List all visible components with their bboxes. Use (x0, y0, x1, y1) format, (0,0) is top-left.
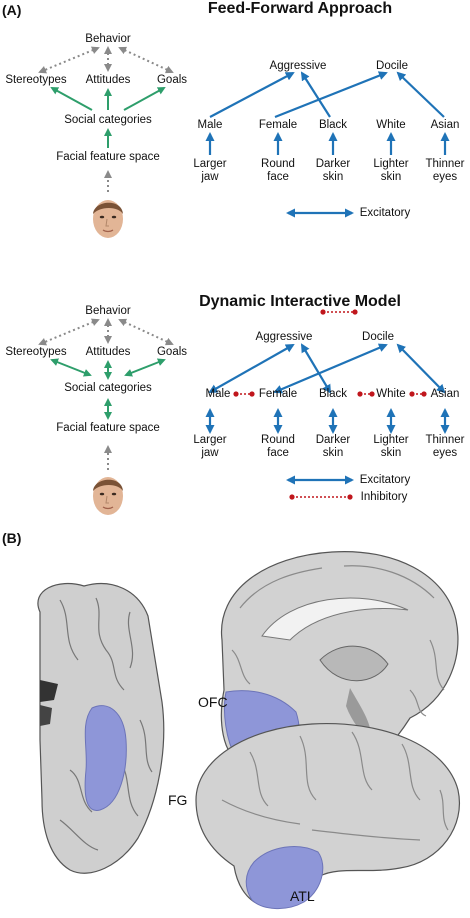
ff-goals-label: Goals (156, 74, 188, 86)
ff-aggressive-node: Aggressive (269, 60, 327, 72)
feed-forward-title: Feed-Forward Approach (207, 0, 393, 17)
ff-stereotypes-label: Stereotypes (5, 74, 67, 86)
panel-b-label: (B) (2, 530, 22, 546)
di-male-node: Male (205, 388, 231, 400)
brain-lateral-view (195, 722, 460, 909)
di-female-node: Female (258, 388, 298, 400)
ff-docile-node: Docile (376, 60, 408, 72)
face-photo-icon (93, 477, 123, 515)
ff-social-categories-label: Social categories (64, 114, 152, 126)
ff-behavior-label: Behavior (85, 33, 131, 45)
dynamic-interactive-title: Dynamic Interactive Model (199, 293, 401, 310)
ofc-region-label: OFC (198, 694, 228, 710)
di-black-node: Black (318, 388, 348, 400)
di-asian-node: Asian (430, 388, 460, 400)
di-behavior-label: Behavior (85, 305, 131, 317)
ff-black-node: Black (318, 119, 348, 131)
panel-a-label: (A) (2, 2, 22, 18)
di-aggressive-node: Aggressive (255, 331, 313, 343)
atl-region-label: ATL (290, 888, 315, 904)
ff-white-node: White (376, 119, 406, 131)
di-docile-node: Docile (362, 331, 394, 343)
fg-region-label: FG (168, 792, 188, 808)
di-goals-label: Goals (156, 346, 188, 358)
di-legend-excitatory: Excitatory (359, 474, 411, 486)
ff-legend-excitatory: Excitatory (359, 207, 411, 219)
di-attitudes-label: Attitudes (85, 346, 131, 358)
ff-female-node: Female (258, 119, 298, 131)
di-facial-feature-space-label: Facial feature space (56, 422, 160, 434)
ff-facial-feature-space-label: Facial feature space (56, 151, 160, 163)
ff-asian-node: Asian (430, 119, 460, 131)
di-stereotypes-label: Stereotypes (5, 346, 67, 358)
brain-ventral-view (37, 582, 165, 874)
face-photo-icon (93, 200, 123, 238)
ff-male-node: Male (197, 119, 223, 131)
ff-attitudes-label: Attitudes (85, 74, 131, 86)
di-white-node: White (376, 388, 406, 400)
di-social-categories-label: Social categories (64, 382, 152, 394)
di-legend-inhibitory: Inhibitory (360, 491, 408, 503)
